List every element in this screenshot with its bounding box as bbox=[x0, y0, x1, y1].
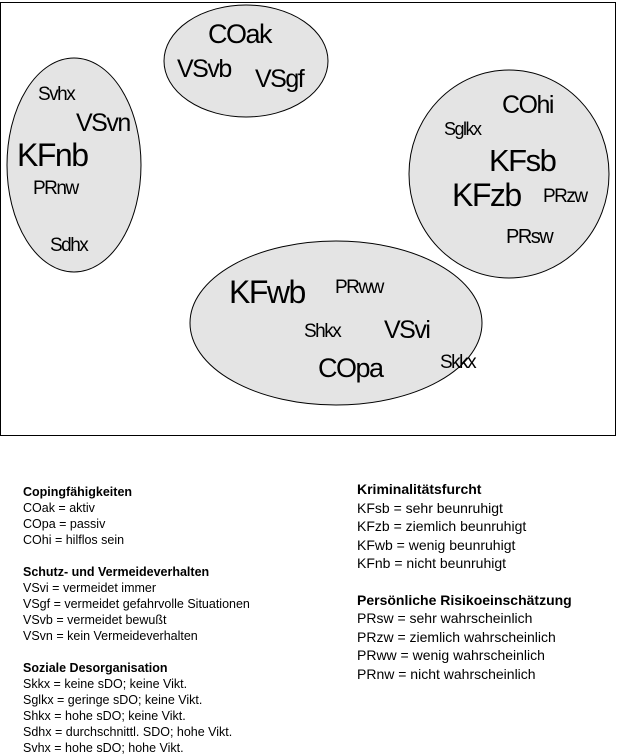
legend-left: Copingfähigkeiten COak = aktiv COpa = pa… bbox=[23, 484, 250, 756]
label-prnw: PRnw bbox=[33, 178, 79, 199]
label-prww: PRww bbox=[335, 277, 385, 298]
label-vsvi: VSvi bbox=[384, 316, 429, 344]
diagram-frame bbox=[0, 2, 616, 436]
label-cohi: COhi bbox=[502, 91, 553, 119]
label-vsvb: VSvb bbox=[177, 55, 231, 83]
cluster-bottom bbox=[189, 240, 483, 406]
label-kfwb: KFwb bbox=[229, 274, 306, 310]
legend-item: PRzw = ziemlich wahrscheinlich bbox=[357, 628, 556, 645]
label-copa: COpa bbox=[318, 353, 385, 383]
cluster-left bbox=[6, 57, 142, 273]
legend-item: KFnb = nicht beunruhigt bbox=[357, 555, 507, 571]
legend-item: Svhx = hohe sDO; hohe Vikt. bbox=[23, 741, 184, 755]
label-skkx: Skkx bbox=[440, 352, 477, 373]
label-prsw: PRsw bbox=[506, 226, 554, 248]
label-shkx: Shkx bbox=[304, 321, 342, 342]
label-sglkx: Sglkx bbox=[444, 119, 482, 139]
cluster-top bbox=[163, 4, 329, 118]
legend-item: COpa = passiv bbox=[23, 517, 106, 531]
label-sdhx: Sdhx bbox=[50, 235, 89, 256]
label-vsvn: VSvn bbox=[76, 109, 130, 137]
legend-item: COhi = hilflos sein bbox=[23, 533, 125, 547]
legend-item: PRww = wenig wahrscheinlich bbox=[357, 647, 545, 663]
legend-item: Shkx = hohe sDO; keine Vikt. bbox=[23, 709, 186, 723]
legend-item: KFzb = ziemlich beunruhigt bbox=[357, 518, 527, 534]
legend-item: VSvi = vermeidet immer bbox=[23, 581, 157, 595]
cluster-right bbox=[408, 69, 610, 279]
label-kfzb: KFzb bbox=[452, 177, 521, 213]
label-svhx: Svhx bbox=[38, 84, 76, 105]
cluster-diagram: COak VSvb VSgf Svhx VSvn KFnb PRnw Sdhx … bbox=[6, 4, 610, 406]
label-przw: PRzw bbox=[543, 186, 588, 207]
legend-item: VSvb = vermeidet bewußt bbox=[23, 613, 167, 627]
legend-item: KFwb = wenig beunruhigt bbox=[357, 536, 516, 553]
legend-item: VSgf = vermeidet gefahrvolle Situationen bbox=[23, 597, 250, 611]
legend-item: COak = aktiv bbox=[23, 501, 95, 515]
legend-heading-furcht: Kriminalitätsfurcht bbox=[357, 481, 482, 497]
legend-heading-coping: Copingfähigkeiten bbox=[23, 485, 133, 499]
legend-heading-risiko: Persönliche Risikoeinschätzung bbox=[357, 591, 572, 608]
legend-right: Kriminalitätsfurcht KFsb = sehr beunruhi… bbox=[357, 480, 572, 683]
legend-heading-sozial: Soziale Desorganisation bbox=[23, 661, 168, 675]
legend-item: Skkx = keine sDO; keine Vikt. bbox=[23, 677, 188, 691]
legend-item: PRsw = sehr wahrscheinlich bbox=[357, 610, 533, 626]
label-coak: COak bbox=[208, 19, 273, 49]
legend-item: VSvn = kein Vermeideverhalten bbox=[23, 629, 198, 643]
legend-item: KFsb = sehr beunruhigt bbox=[357, 499, 503, 516]
label-kfnb: KFnb bbox=[17, 137, 88, 173]
label-vsgf: VSgf bbox=[255, 65, 305, 93]
legend-item: Sglkx = geringe sDO; keine Vikt. bbox=[23, 693, 203, 707]
legend-item: PRnw = nicht wahrscheinlich bbox=[357, 665, 536, 682]
legend-item: Sdhx = durchschnittl. SDO; hohe Vikt. bbox=[23, 725, 233, 739]
label-kfsb: KFsb bbox=[489, 143, 556, 178]
legend-heading-schutz: Schutz- und Vermeideverhalten bbox=[23, 565, 210, 579]
